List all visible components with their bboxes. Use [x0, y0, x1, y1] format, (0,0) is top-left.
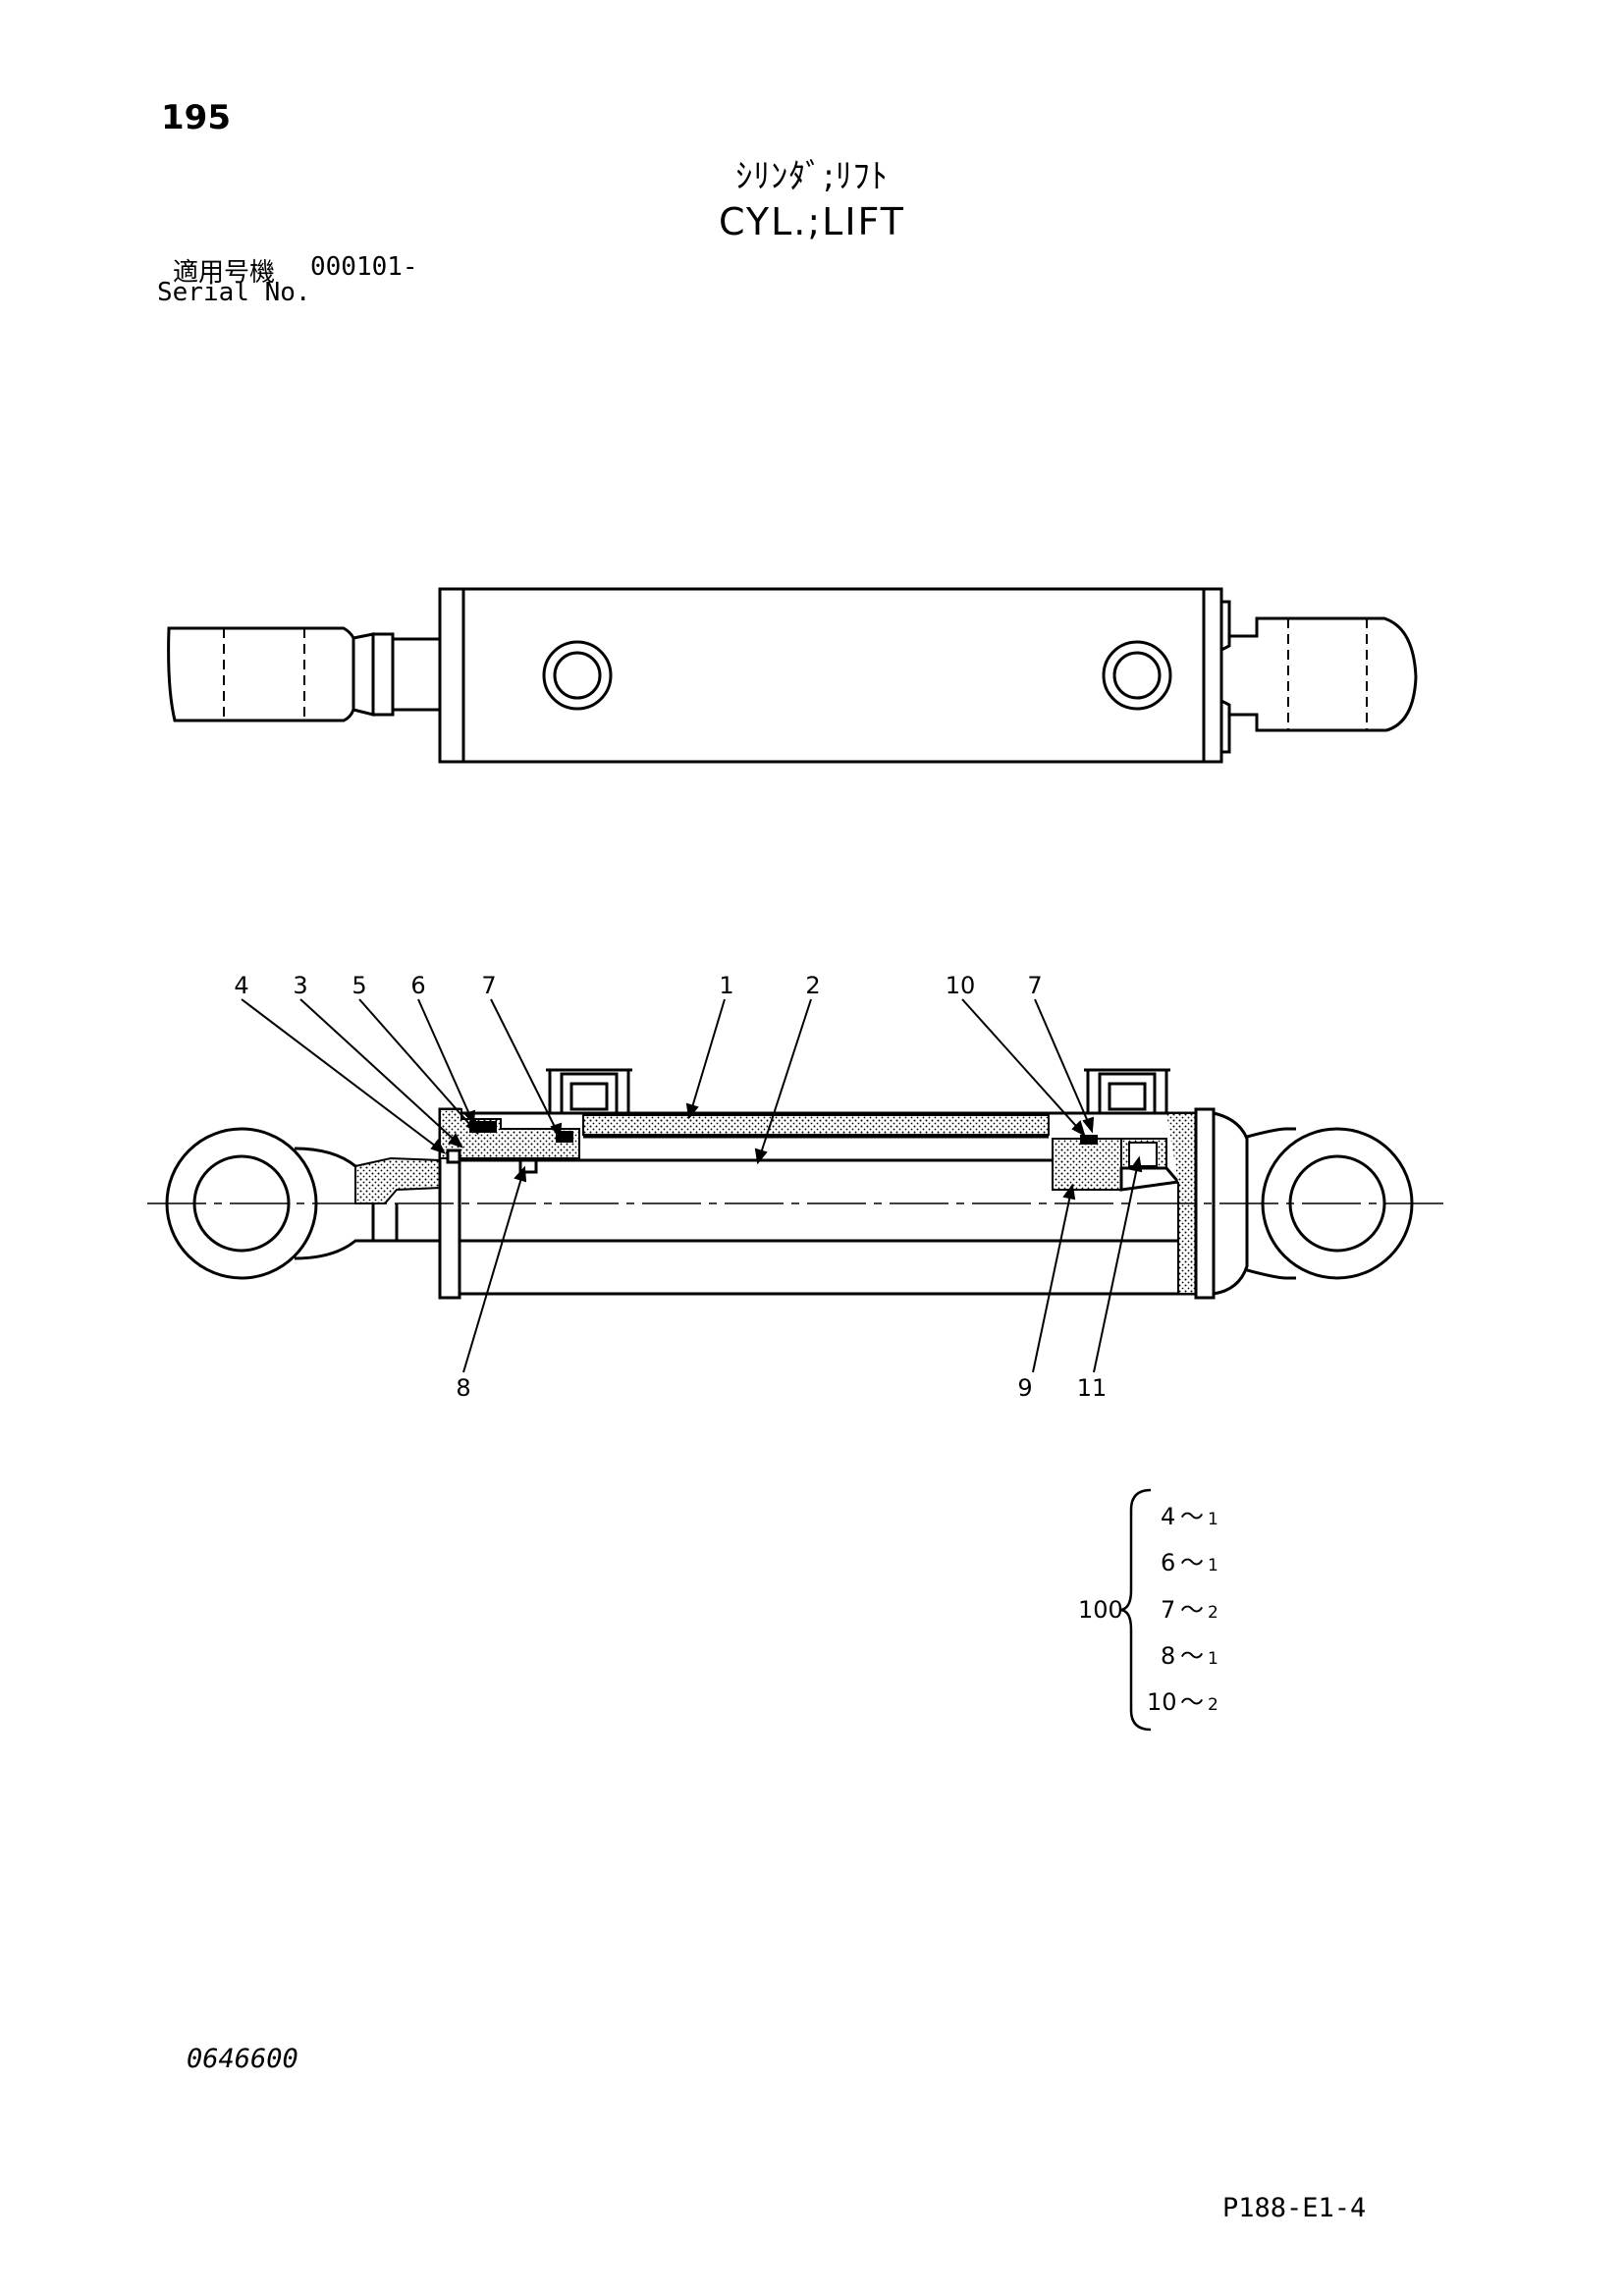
callout-label: 3: [293, 972, 307, 999]
seal-kit-group: 100 4 〜 1 6 〜 1 7 〜 2 8 〜 1 10 〜 2: [1078, 1488, 1218, 1732]
kit-item-part: 6: [1161, 1549, 1175, 1576]
kit-number: 100: [1078, 1596, 1123, 1624]
serial-label-japanese: 適用号機: [173, 258, 276, 288]
callout-label: 2: [805, 972, 820, 999]
page-code: P188-E1-4: [1222, 2193, 1367, 2223]
kit-item-qty: 2: [1208, 1603, 1218, 1623]
cylinder-top-view: [167, 587, 1418, 764]
callout-label: 5: [352, 972, 366, 999]
kit-item: 4 〜 1: [1161, 1503, 1218, 1530]
callout-label: 6: [410, 972, 425, 999]
kit-item-qty: 2: [1208, 1695, 1218, 1715]
kit-item: 7 〜 2: [1161, 1596, 1218, 1624]
kit-item-separator: 〜: [1180, 1642, 1204, 1670]
callout-label: 7: [481, 972, 496, 999]
drawing-number: 0646600: [187, 2044, 298, 2074]
kit-item-separator: 〜: [1180, 1549, 1204, 1576]
kit-item-part: 10: [1147, 1688, 1177, 1716]
kit-item-separator: 〜: [1180, 1503, 1204, 1530]
kit-item: 6 〜 1: [1161, 1549, 1218, 1576]
kit-item-separator: 〜: [1180, 1688, 1204, 1716]
callout-label: 7: [1027, 972, 1042, 999]
kit-item-qty: 1: [1208, 1649, 1218, 1669]
callout-label: 4: [234, 972, 248, 999]
callout-label: 11: [1077, 1374, 1108, 1402]
serial-label-english: Serial No.: [157, 278, 311, 307]
callouts-bottom: 8 9 11: [456, 1374, 1107, 1402]
page-number: 195: [161, 98, 231, 137]
title-english: CYL.;LIFT: [719, 200, 905, 243]
kit-item: 8 〜 1: [1161, 1642, 1218, 1670]
kit-item-part: 7: [1161, 1596, 1175, 1624]
cylinder-section-view: [147, 1068, 1443, 1300]
callout-label: 8: [456, 1374, 470, 1402]
kit-brace: [1118, 1488, 1152, 1732]
title-japanese: ｼﾘﾝﾀﾞ;ﾘﾌﾄ: [735, 157, 889, 196]
callout-label: 9: [1017, 1374, 1032, 1402]
callouts-top: 4 3 5 6 7 1 2 10 7: [234, 972, 1042, 999]
serial-number-value: 000101-: [310, 252, 418, 282]
leader-lines: [241, 998, 1143, 1373]
kit-item-qty: 1: [1208, 1556, 1218, 1575]
callout-label: 1: [719, 972, 733, 999]
callout-label: 10: [946, 972, 976, 999]
kit-item-part: 8: [1161, 1642, 1175, 1670]
kit-item-qty: 1: [1208, 1510, 1218, 1529]
kit-item: 10 〜 2: [1147, 1688, 1218, 1716]
kit-item-separator: 〜: [1180, 1596, 1204, 1624]
kit-item-part: 4: [1161, 1503, 1175, 1530]
